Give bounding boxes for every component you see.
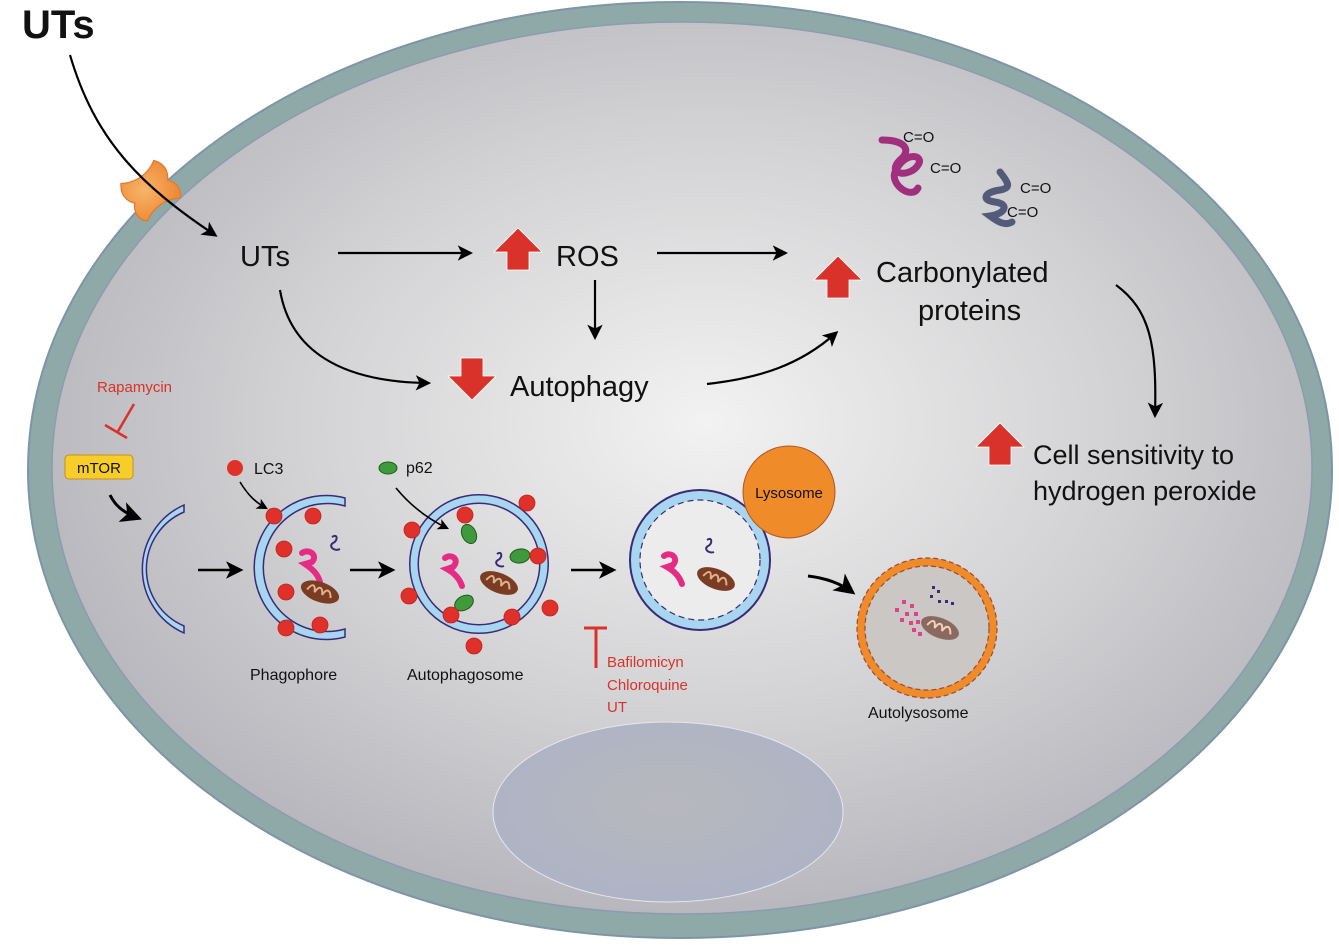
svg-text:Lysosome: Lysosome bbox=[755, 485, 823, 502]
arrow-mtor-to-isolation-membrane bbox=[108, 494, 142, 522]
inhibitor-bafilomycin: Bafilomicyn bbox=[607, 654, 684, 671]
inhibition-symbol-icon bbox=[584, 626, 607, 668]
cell bbox=[27, 1, 1333, 939]
mitochondrion-icon bbox=[921, 616, 959, 640]
fusing-vesicle bbox=[629, 489, 771, 631]
sensitivity-label-line2: hydrogen peroxide bbox=[1033, 476, 1257, 506]
carbonylated-label-line1: Carbonylated bbox=[876, 257, 1049, 289]
ros-label: ROS bbox=[556, 241, 619, 273]
autolysosome bbox=[856, 557, 998, 699]
arrow-autophagy-to-carbonylated bbox=[706, 330, 839, 386]
title-uts: UTs bbox=[22, 3, 95, 47]
sensitivity-label-line1: Cell sensitivity to bbox=[1033, 440, 1234, 470]
autophagy-label: Autophagy bbox=[510, 371, 649, 403]
protein-chain-icon bbox=[705, 537, 715, 554]
lc3-dot bbox=[400, 494, 559, 655]
ros-up-arrow-icon bbox=[493, 227, 543, 271]
phagophore bbox=[253, 494, 346, 641]
svg-text:C=O: C=O bbox=[903, 129, 934, 146]
isolation-membrane bbox=[141, 503, 185, 635]
autophagy-down-arrow-icon bbox=[447, 357, 497, 401]
svg-text:mTOR: mTOR bbox=[77, 460, 121, 477]
arrow-carbonylated-to-sensitivity bbox=[1115, 284, 1164, 419]
p62-oval bbox=[454, 523, 531, 612]
protein-chain-icon bbox=[330, 534, 341, 551]
carbonylated-up-arrow-icon bbox=[813, 255, 863, 299]
sensitivity-up-arrow-icon bbox=[975, 422, 1025, 466]
arrow-p62-to-autophagosome bbox=[395, 487, 450, 530]
inhibitor-chloroquine: Chloroquine bbox=[607, 677, 688, 694]
carbonylated-label-line2: proteins bbox=[918, 295, 1021, 327]
lysosome: Lysosome bbox=[742, 445, 836, 539]
p62-legend-label: p62 bbox=[406, 460, 433, 477]
nucleus bbox=[492, 721, 844, 903]
arrow-uts-to-autophagy bbox=[278, 289, 432, 391]
degraded-protein-fragments bbox=[895, 600, 922, 636]
mitochondrion-icon bbox=[697, 567, 735, 591]
mitochondrion-icon bbox=[300, 580, 340, 604]
svg-text:C=O: C=O bbox=[930, 160, 961, 177]
lc3-legend-icon bbox=[227, 460, 243, 476]
svg-text:C=O: C=O bbox=[1020, 180, 1051, 197]
p62-legend-icon bbox=[378, 461, 398, 475]
lc3-legend-label: LC3 bbox=[254, 461, 283, 478]
inhibitor-ut: UT bbox=[607, 699, 627, 716]
transporter-icon bbox=[120, 159, 182, 222]
protein-aggregate-icon bbox=[659, 551, 685, 587]
mitochondrion-icon bbox=[480, 571, 518, 595]
lc3-dot bbox=[265, 507, 329, 637]
arrow-to-autolysosome bbox=[807, 573, 856, 595]
cytoplasm bbox=[51, 21, 1313, 915]
protein-chain-icon bbox=[495, 551, 505, 568]
protein-aggregate-icon bbox=[297, 548, 323, 585]
mtor-badge: mTOR bbox=[64, 454, 134, 480]
autophagosome bbox=[400, 494, 559, 655]
protein-aggregate-icon bbox=[439, 553, 465, 589]
carbonylated-protein-icon: C=O C=O bbox=[981, 168, 1051, 228]
autophagosome-label: Autophagosome bbox=[407, 667, 524, 684]
arrow-lc3-to-phagophore bbox=[239, 481, 268, 510]
svg-text:C=O: C=O bbox=[1007, 204, 1038, 221]
uts-label: UTs bbox=[240, 241, 290, 273]
carbonylated-protein-icon: C=O C=O bbox=[878, 129, 961, 196]
degraded-chain-fragments bbox=[930, 586, 954, 605]
rapamycin-label: Rapamycin bbox=[97, 379, 172, 396]
autolysosome-label: Autolysosome bbox=[868, 705, 969, 722]
phagophore-label: Phagophore bbox=[250, 667, 337, 684]
inhibition-symbol-icon bbox=[104, 403, 136, 440]
uts-entry-arrow bbox=[68, 54, 218, 237]
